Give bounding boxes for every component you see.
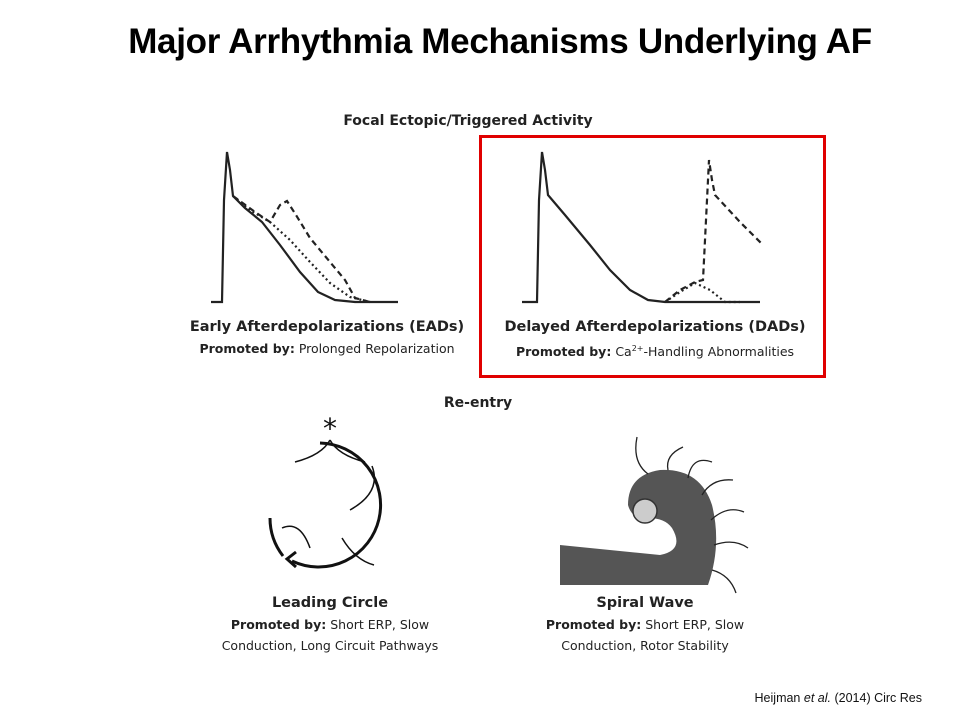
spiral-wave-line1: Short ERP, Slow <box>645 617 745 632</box>
leading-circle-title: Leading Circle <box>271 595 389 611</box>
ead-title: Early Afterdepolarizations (EADs) <box>189 319 465 335</box>
dad-promoted-label: Promoted by: <box>515 344 612 360</box>
dad-action-potential-plot <box>522 151 763 304</box>
citation-author: Heijman <box>754 691 801 705</box>
leading-circle-diagram <box>268 439 383 569</box>
leading-circle-caption: Leading Circle Promoted by: Short ERP, S… <box>180 592 480 656</box>
inner-arrow <box>281 465 376 566</box>
leading-circle-line1: Short ERP, Slow <box>330 617 430 632</box>
ead-promoted-text: Prolonged Repolarization <box>298 341 455 356</box>
rotor-core <box>632 498 658 524</box>
ead-action-potential-plot <box>211 151 398 304</box>
ead-normal-trace <box>211 151 398 304</box>
spiral-wave-promoted-label: Promoted by: <box>545 617 642 632</box>
citation: Heijman et al. (2014) Circ Res <box>755 691 922 705</box>
dad-promoted-prefix: Ca <box>615 344 632 360</box>
circle-path <box>268 441 383 569</box>
radiating-arrows <box>635 436 749 594</box>
ead-caption: Early Afterdepolarizations (EADs) Promot… <box>167 316 487 359</box>
leading-circle-promoted-label: Promoted by: <box>230 617 327 632</box>
dad-promoted-suffix: -Handling Abnormalities <box>643 344 795 360</box>
spiral-wave-diagram <box>560 436 749 594</box>
citation-etal: et al. <box>803 691 831 705</box>
citation-rest: (2014) Circ Res <box>834 691 922 705</box>
dad-dashed-trace <box>664 159 763 303</box>
ead-dashed-trace <box>232 195 371 304</box>
arrowhead-icon <box>284 550 297 569</box>
spiral-wave-title: Spiral Wave <box>596 595 694 611</box>
slide-title: Major Arrhythmia Mechanisms Underlying A… <box>128 22 872 61</box>
asterisk-marker: * <box>323 412 337 445</box>
dad-promoted-sup: 2+ <box>631 344 644 353</box>
dad-normal-trace <box>522 151 760 304</box>
dad-highlight-box <box>479 135 826 378</box>
dad-dotted-trace <box>664 281 740 304</box>
leading-circle-line2: Conduction, Long Circuit Pathways <box>221 638 439 653</box>
spiral-wave-line2: Conduction, Rotor Stability <box>561 638 729 653</box>
ead-promoted-label: Promoted by: <box>199 341 295 356</box>
reentry-heading: Re-entry <box>443 395 513 411</box>
dad-caption: Delayed Afterdepolarizations (DADs) Prom… <box>480 316 830 362</box>
dad-title: Delayed Afterdepolarizations (DADs) <box>504 319 806 335</box>
wavefront-split <box>294 439 366 463</box>
spiral-wave-caption: Spiral Wave Promoted by: Short ERP, Slow… <box>495 592 795 656</box>
spiral-shape <box>560 469 717 585</box>
focal-section-heading: Focal Ectopic/Triggered Activity <box>343 113 593 129</box>
